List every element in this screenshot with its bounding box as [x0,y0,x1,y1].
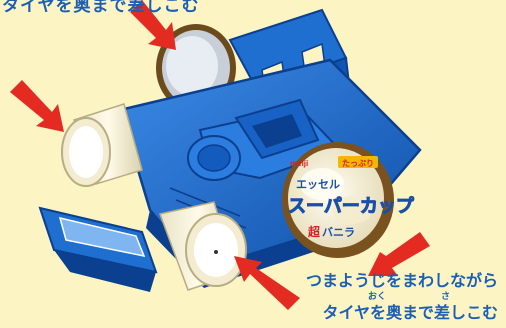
arrow-lid-wheel [368,232,430,276]
front-spoiler [38,206,158,292]
ruby-sa: さ [440,292,450,302]
instruction-caption: つまようじをまわしながら おく さ タイヤを奥まで差しこむ [278,270,498,324]
cup-flavor: バニラ [322,226,355,239]
cup-flavor-prefix: 超 [307,224,321,239]
arrow-bottom-cup [234,256,300,310]
front-bottom-cup-wheel [158,201,247,291]
ice-cream-lid-wheel: meiji たっぷり エッセル スーパーカップ 超 バニラ [282,142,415,258]
cup-name-small: エッセル [296,178,340,191]
cup-badge: たっぷり [342,158,374,168]
cup-brand: meiji [290,159,308,168]
arrow-front-left [10,80,64,132]
ruby-row: おく さ [278,292,498,302]
instruction-line1: つまようじをまわしながら [305,271,498,290]
ruby-oku: おく [367,292,386,302]
cup-name-large: スーパーカップ [288,195,415,217]
front-left-cup-wheel [61,103,143,187]
instruction-line2: タイヤを奥まで差しこむ [322,303,498,322]
top-caption: タイヤを奥まで差しこむ [2,0,200,16]
arrow-rear-top [130,0,176,50]
